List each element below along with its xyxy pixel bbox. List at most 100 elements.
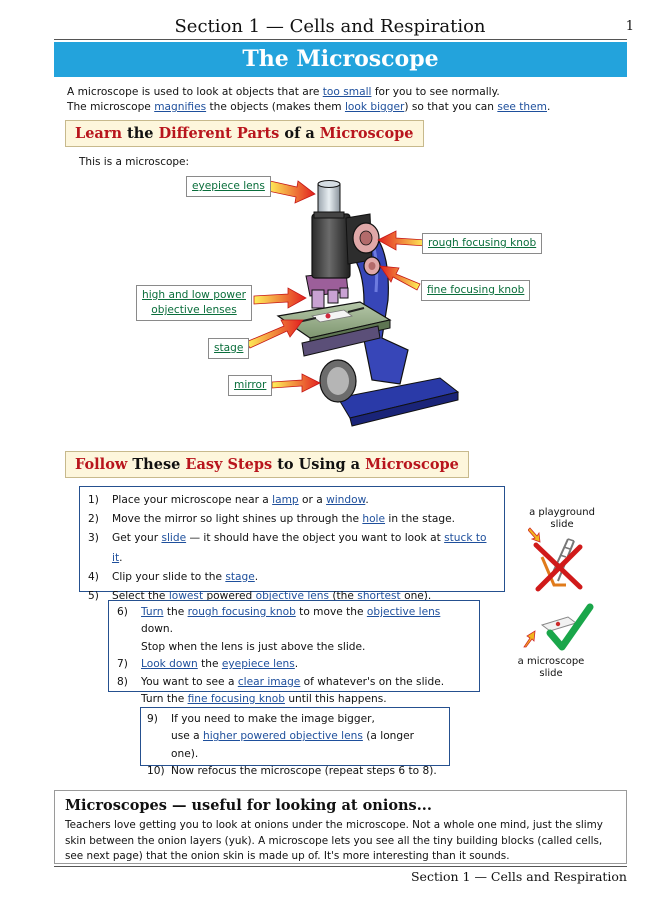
step-number: 8) xyxy=(117,675,128,688)
step-number: 7) xyxy=(117,658,128,671)
intro-keyword-look-bigger: look bigger xyxy=(344,101,405,113)
step-text: (the xyxy=(329,590,358,603)
heading-word: Follow xyxy=(75,456,128,473)
heading-word: to Using a xyxy=(272,456,366,473)
heading-word: of a xyxy=(279,125,320,142)
heading-word: Easy Steps xyxy=(185,456,273,473)
heading-word: These xyxy=(127,456,186,473)
microscope-slide xyxy=(311,309,353,323)
label-mirror: mirror xyxy=(228,375,273,396)
intro-text: for you to see normally. xyxy=(371,86,500,98)
summary-title: Microscopes — useful for looking at onio… xyxy=(65,797,432,814)
summary-box: Microscopes — useful for looking at onio… xyxy=(54,790,627,864)
step-text: . xyxy=(254,570,259,583)
step-9: 9)If you need to make the image bigger,u… xyxy=(147,711,443,763)
step-text: . xyxy=(119,551,123,564)
step-text: the xyxy=(197,658,222,671)
intro-text: . xyxy=(546,101,551,113)
arrow-down-icon xyxy=(528,527,541,543)
step-number: 5) xyxy=(88,590,99,603)
keyword-clear-image: clear image xyxy=(237,675,301,688)
keyword-stage: stage xyxy=(225,570,255,583)
heading-word: Different Parts xyxy=(158,125,280,142)
keyword-fine-focusing-knob: fine focusing knob xyxy=(187,693,285,706)
step-7: 7) Look down the eyepiece lens. xyxy=(117,656,471,673)
step-5: 5)Select the lowest powered objective le… xyxy=(88,587,496,606)
step-10: 10) Now refocus the microscope (repeat st… xyxy=(147,763,443,780)
step-text: You want to see a xyxy=(141,675,238,688)
keyword-lamp: lamp xyxy=(272,494,299,506)
intro-keyword-too-small: too small xyxy=(322,86,372,98)
step-1: 1) Place your microscope near a lamp or a… xyxy=(88,491,496,510)
step-number: 10) xyxy=(147,765,165,778)
step-text: Select the xyxy=(112,590,169,603)
summary-text: Teachers love getting you to look at oni… xyxy=(65,819,603,862)
page-title-banner: The Microscope xyxy=(54,42,627,77)
footer-section-title: Section 1 — Cells and Respiration xyxy=(410,869,627,884)
label-rough-focusing-knob: rough focusing knob xyxy=(422,233,543,254)
step-8: 8) You want to see a clear image of whate… xyxy=(117,674,471,709)
step-text: . xyxy=(365,494,369,506)
steps-heading: Follow These Easy Steps to Using a Micro… xyxy=(65,451,469,478)
intro-text: A microscope is used to look at objects … xyxy=(67,86,323,98)
keyword-look-down: Look down xyxy=(141,658,198,671)
step-number: 4) xyxy=(88,570,99,583)
microscope-illustration xyxy=(245,180,460,427)
caption-line: a playground xyxy=(529,507,595,518)
caption-line: slide xyxy=(539,668,563,679)
header-divider xyxy=(54,39,627,40)
step-text: to move the xyxy=(295,606,367,618)
intro-text: the objects (makes them xyxy=(206,101,345,113)
step-text: Place your microscope near a xyxy=(112,494,273,506)
step-text: powered xyxy=(203,590,256,603)
step-text: If you need to make the image bigger, xyxy=(171,713,375,725)
step-number: 2) xyxy=(88,513,99,526)
step-text: Get your xyxy=(112,532,162,545)
keyword-shortest: shortest xyxy=(357,590,401,603)
step-text: . xyxy=(294,658,299,671)
keyword-slide: slide xyxy=(161,532,187,545)
microscope-slide-ticked-icon xyxy=(540,603,594,651)
parts-heading: Learn the Different Parts of a Microscop… xyxy=(65,120,424,147)
keyword-higher-powered-objective-lens: higher powered objective lens xyxy=(202,730,363,743)
arrow-rough-knob xyxy=(377,230,427,251)
label-objective-line-1: high and low power xyxy=(142,289,246,301)
step-6: 6)Turn the rough focusing knob to move t… xyxy=(117,604,471,656)
label-eyepiece-lens: eyepiece lens xyxy=(186,176,271,197)
keyword-stuck-to-it: stuck to it xyxy=(112,532,487,564)
keyword-turn: Turn xyxy=(141,606,164,618)
step-text: or a xyxy=(298,494,327,506)
intro-keyword-see-them: see them xyxy=(497,101,547,113)
arrow-fine-knob xyxy=(379,265,421,291)
step-text: Now refocus the microscope (repeat steps… xyxy=(171,765,437,778)
step-text: Move the mirror so light shines up throu… xyxy=(112,513,363,526)
step-3: 3)Get your slide — it should have the ob… xyxy=(88,529,496,567)
step-number: 1) xyxy=(88,494,99,506)
heading-word: Microscope xyxy=(365,456,459,473)
intro-text: ) so that you can xyxy=(404,101,498,113)
intro-keyword-magnifies: magnifies xyxy=(154,101,207,113)
label-stage: stage xyxy=(208,338,250,359)
caption-playground-slide: a playground slide xyxy=(522,507,602,531)
keyword-rough-focusing-knob: rough focusing knob xyxy=(187,606,296,618)
steps-box-1: 1) Place your microscope near a lamp or a… xyxy=(79,486,505,602)
keyword-objective-lens: objective lens xyxy=(255,590,330,603)
intro-line-2: The microscope magnifies the objects (ma… xyxy=(67,100,627,115)
step-text: Turn the xyxy=(141,693,188,706)
step-text: of whatever's on the slide. xyxy=(300,675,445,688)
step-number: 6) xyxy=(117,606,128,618)
steps-box-3: 9)If you need to make the image bigger,u… xyxy=(140,707,450,777)
caption-line: slide xyxy=(550,519,574,530)
keyword-eyepiece-lens: eyepiece lens xyxy=(221,658,295,671)
arrow-mirror xyxy=(271,373,321,393)
caption-line: a microscope xyxy=(517,656,585,667)
steps-box-2: 6) Turn the rough focusing knob to move t… xyxy=(108,600,480,705)
heading-word: the xyxy=(122,125,159,142)
heading-word: Microscope xyxy=(319,125,414,142)
step-text: Stop when the lens is just above the sli… xyxy=(141,640,366,653)
step-text: until this happens. xyxy=(284,693,387,706)
microscope-eyepiece xyxy=(317,183,341,217)
header-section-title: Section 1 — Cells and Respiration xyxy=(174,16,486,37)
keyword-hole: hole xyxy=(362,513,386,526)
step-text: (a longer one). xyxy=(171,730,414,760)
